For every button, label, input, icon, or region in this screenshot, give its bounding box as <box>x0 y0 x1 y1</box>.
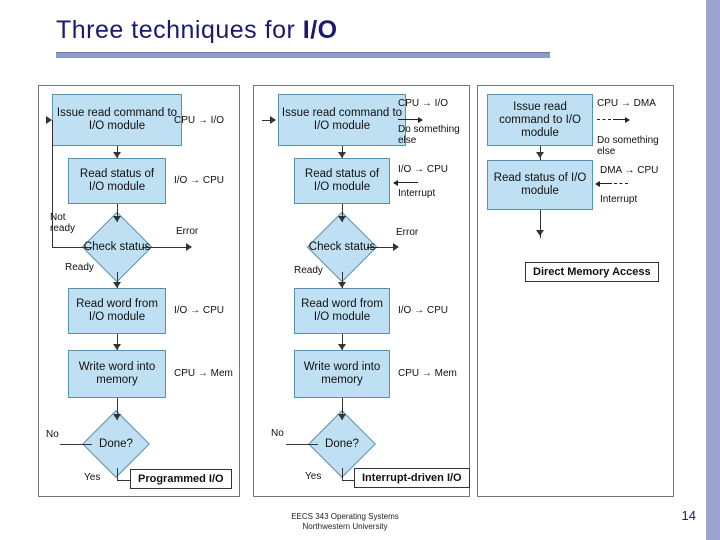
connector-a5 <box>117 398 118 420</box>
footer-line-1: EECS 343 Operating Systems <box>291 512 399 521</box>
arrow-b-error <box>393 243 399 251</box>
decision-check-status-a-label: Check status <box>83 241 151 253</box>
connector-a3 <box>117 272 118 288</box>
connector-a-yes <box>117 468 118 480</box>
arrow-a3 <box>113 282 121 288</box>
box-read-status-a: Read status of I/O module <box>68 158 166 204</box>
arrow-a5 <box>113 414 121 420</box>
arrow-c2 <box>536 230 544 236</box>
box-write-word-a: Write word into memory <box>68 350 166 398</box>
note-b-ready: Ready <box>294 265 323 276</box>
note-a-not-ready: Not ready <box>50 212 76 234</box>
connector-b-yes <box>342 468 343 480</box>
loop-a-not-ready-h <box>52 247 92 248</box>
loop-a-no-v <box>60 444 61 445</box>
connector-c2 <box>540 210 541 238</box>
note-c-dma-cpu: DMA → CPU <box>600 165 659 176</box>
connector-b4 <box>342 334 343 350</box>
title-prefix: Three techniques for <box>56 16 303 44</box>
note-b-error: Error <box>396 227 419 238</box>
note-b-no: No <box>271 428 284 439</box>
arrow-a2 <box>113 216 121 222</box>
note-a-error: Error <box>176 226 199 237</box>
note-a-yes: Yes <box>84 472 101 483</box>
arrow-a1 <box>113 152 121 158</box>
note-a-ready: Ready <box>65 262 94 273</box>
right-edge-bar <box>706 0 720 540</box>
box-read-status-b: Read status of I/O module <box>294 158 390 204</box>
decision-check-status-a: Check status <box>81 211 153 283</box>
xfer-arrow-b-1 <box>398 116 423 123</box>
note-a-cpu-io: CPU → I/O <box>174 115 225 126</box>
note-b-cpu-io: CPU → I/O <box>398 98 449 109</box>
xfer-arrow-c-2b <box>614 183 628 184</box>
xfer-arrow-c-1a <box>597 119 611 120</box>
box-read-word-a: Read word from I/O module <box>68 288 166 334</box>
arrow-b-in <box>270 116 276 124</box>
note-b-io-cpu: I/O → CPU <box>398 164 449 175</box>
note-a-cpu-mem: CPU → Mem <box>174 368 233 379</box>
title-io: I/O <box>302 16 338 44</box>
note-b-cpu-mem: CPU → Mem <box>398 368 457 379</box>
caption-interrupt-driven-io: Interrupt-driven I/O <box>354 468 470 488</box>
xfer-arrow-b-2 <box>393 179 418 186</box>
note-a-io-cpu-2: I/O → CPU <box>174 305 225 316</box>
right-edge-gap <box>702 0 706 540</box>
note-c-interrupt: Interrupt <box>600 194 638 205</box>
decision-done-a: Done? <box>82 410 150 478</box>
arrow-a-error <box>186 243 192 251</box>
footer-line-2: Northwestern University <box>302 522 388 531</box>
decision-check-status-b-label: Check status <box>308 241 376 253</box>
arrow-a4 <box>113 344 121 350</box>
connector-b2 <box>342 204 343 222</box>
note-b-interrupt: Interrupt <box>398 188 436 199</box>
page-title: Three techniques for I/O <box>56 16 338 45</box>
box-read-status-c: Read status of I/O module <box>487 160 593 210</box>
connector-b-yes-h <box>342 480 360 481</box>
panel-direct-memory-access <box>477 85 674 497</box>
loop-a-not-ready-v <box>52 120 53 247</box>
loop-b-no-h <box>286 444 318 445</box>
decision-check-status-b: Check status <box>306 211 378 283</box>
arrow-b2 <box>338 216 346 222</box>
connector-b3 <box>342 272 343 288</box>
caption-programmed-io: Programmed I/O <box>130 469 232 489</box>
connector-a4 <box>117 334 118 350</box>
note-b-yes: Yes <box>305 471 322 482</box>
connector-a-yes-h <box>117 480 135 481</box>
note-a-io-cpu: I/O → CPU <box>174 175 225 186</box>
decision-done-b-label: Done? <box>325 438 359 450</box>
arrow-b1 <box>338 152 346 158</box>
branch-b-error <box>367 247 397 248</box>
box-write-word-b: Write word into memory <box>294 350 390 398</box>
box-issue-read-command-c: Issue read command to I/O module <box>487 94 593 146</box>
box-read-word-b: Read word from I/O module <box>294 288 390 334</box>
note-b-io-cpu-2: I/O → CPU <box>398 305 449 316</box>
page-number: 14 <box>681 508 696 523</box>
arrow-b5 <box>338 414 346 420</box>
connector-b-in-line <box>262 120 272 121</box>
box-issue-read-command-b: Issue read command to I/O module <box>278 94 406 146</box>
title-divider <box>56 52 550 58</box>
arrow-b4 <box>338 344 346 350</box>
caption-direct-memory-access: Direct Memory Access <box>525 262 659 282</box>
branch-a-error <box>142 247 190 248</box>
note-a-no: No <box>46 429 59 440</box>
xfer-arrow-c-2a <box>595 180 612 187</box>
loop-a-no-h <box>60 444 92 445</box>
decision-done-b: Done? <box>308 410 376 478</box>
note-c-do-something-else: Do something else <box>597 135 659 157</box>
slide-footer: EECS 343 Operating Systems Northwestern … <box>0 512 690 532</box>
connector-a2 <box>117 204 118 222</box>
arrow-b3 <box>338 282 346 288</box>
arrow-a-loop-in <box>46 116 52 124</box>
note-b-do-something-else: Do something else <box>398 124 460 146</box>
connector-b5 <box>342 398 343 420</box>
box-issue-read-command-a: Issue read command to I/O module <box>52 94 182 146</box>
note-c-cpu-dma: CPU → DMA <box>597 98 656 109</box>
decision-done-a-label: Done? <box>99 438 133 450</box>
xfer-arrow-c-1b <box>613 116 630 123</box>
arrow-c1 <box>536 152 544 158</box>
